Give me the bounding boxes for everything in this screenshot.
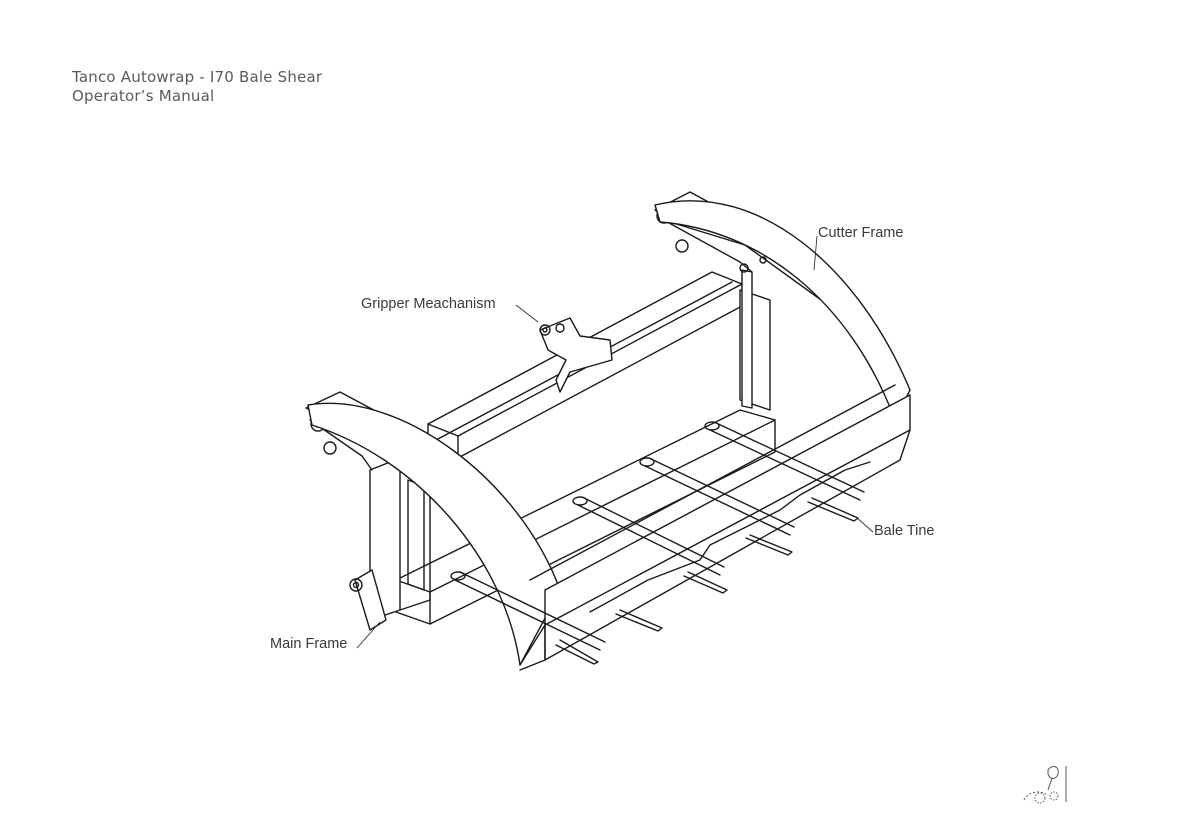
callout-bale-tine: Bale Tine [874, 523, 934, 539]
right-upright [740, 270, 770, 410]
callout-main-frame: Main Frame [270, 636, 347, 652]
callout-gripper-mechanism: Gripper Meachanism [361, 296, 496, 312]
leader-bale-tine [856, 517, 873, 532]
leader-gripper [516, 305, 538, 322]
tanco-logo-icon [1018, 760, 1070, 808]
callout-cutter-frame: Cutter Frame [818, 225, 903, 241]
